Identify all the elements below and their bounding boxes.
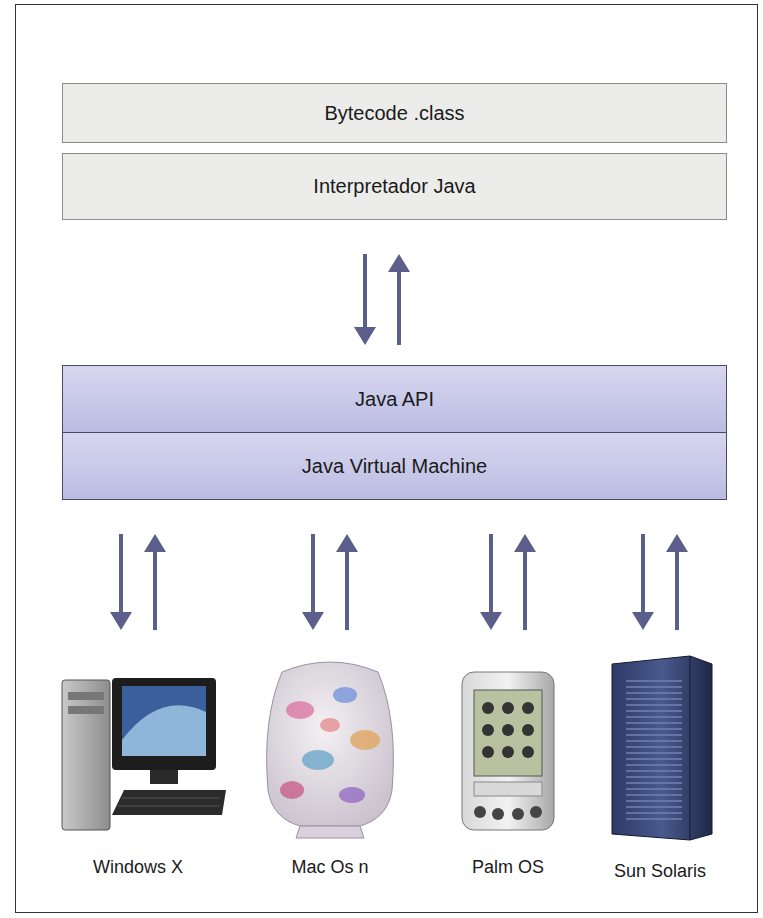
layer-label: Java API <box>355 388 434 411</box>
double-arrow <box>354 254 410 345</box>
platform-label: Windows X <box>93 857 183 878</box>
platform-node: Sun Solaris <box>580 650 740 882</box>
layer-box: Bytecode .class <box>62 83 727 143</box>
platform-label: Palm OS <box>472 857 544 878</box>
layer-label: Bytecode .class <box>324 102 464 125</box>
pc-icon <box>62 678 226 830</box>
platform-label: Sun Solaris <box>614 861 706 882</box>
platform-node: Mac Os n <box>250 650 410 878</box>
layer-box: Java Virtual Machine <box>62 432 727 500</box>
platform-node: Windows X <box>53 650 223 878</box>
layer-box: Interpretador Java <box>62 153 727 220</box>
double-arrow <box>480 534 536 630</box>
server-icon <box>612 656 712 840</box>
layer-box: Java API <box>62 365 727 433</box>
platform-node: Palm OS <box>428 650 588 878</box>
platform-label: Mac Os n <box>291 857 368 878</box>
imac-icon <box>267 662 394 838</box>
double-arrow <box>302 534 358 630</box>
layer-label: Java Virtual Machine <box>302 455 487 478</box>
palm-icon <box>462 672 554 830</box>
double-arrow <box>632 534 688 630</box>
layer-label: Interpretador Java <box>313 175 475 198</box>
double-arrow <box>110 534 166 630</box>
